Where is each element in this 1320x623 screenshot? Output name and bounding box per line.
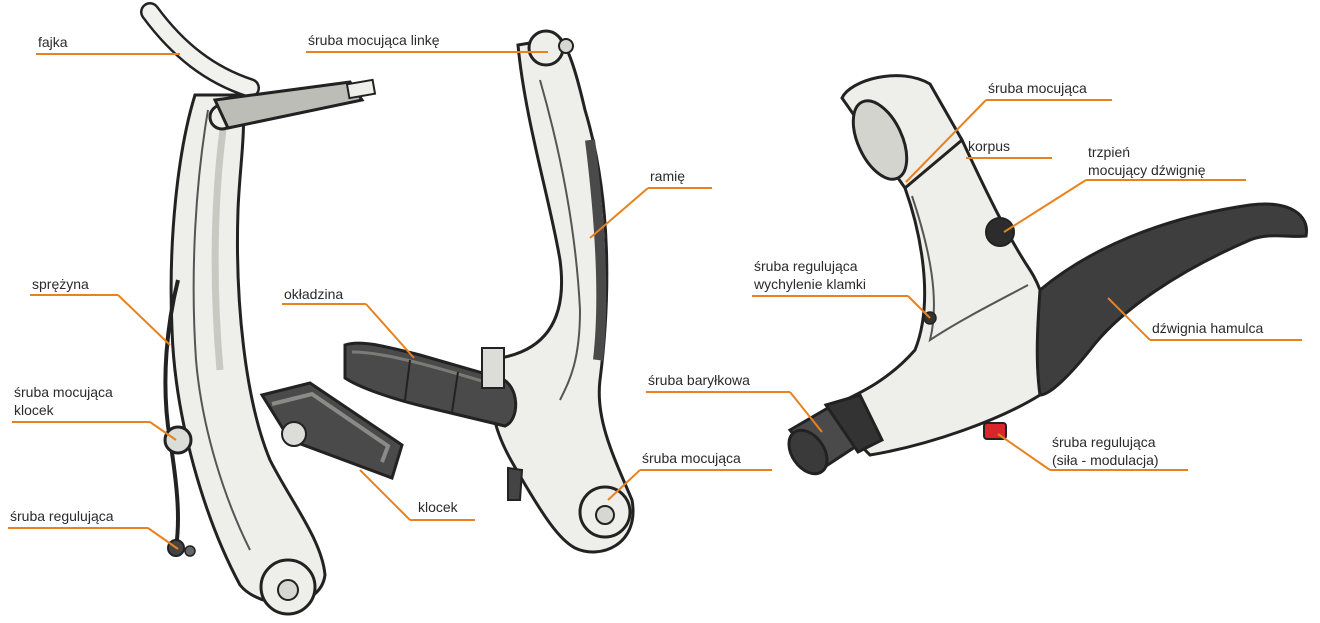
label-spring: sprężyna <box>32 276 89 292</box>
left-brake-arm <box>169 93 327 616</box>
left-brake-pad <box>259 381 404 480</box>
lever-body <box>823 74 1053 457</box>
label-pivot-pin-line2: mocujący dźwignię <box>1088 162 1206 178</box>
label-arm: ramię <box>650 168 686 184</box>
label-clamp-bolt: śruba mocująca <box>988 80 1087 96</box>
adjusting-screw <box>167 539 196 557</box>
label-pad-fixing-bolt-line1: śruba mocująca <box>14 384 113 400</box>
label-lever-blade: dźwignia hamulca <box>1152 320 1264 336</box>
label-noodle: fajka <box>38 34 68 50</box>
label-arm-fixing-bolt: śruba mocująca <box>642 450 741 466</box>
label-cable-fixing-bolt: śruba mocująca linkę <box>308 32 440 48</box>
label-reach-adjust-line1: śruba regulująca <box>754 258 858 274</box>
right-brake-arm <box>489 29 635 554</box>
label-pad-fixing-bolt-line2: klocek <box>14 402 54 418</box>
barrel-adjuster <box>787 393 885 476</box>
right-brake-pad <box>343 341 518 428</box>
pad-fixing-bolt <box>163 425 193 455</box>
noodle-cable <box>140 2 260 98</box>
leader-lines <box>8 51 1302 550</box>
label-adjusting-screw: śruba regulująca <box>10 508 114 524</box>
label-pivot-pin-line1: trzpień <box>1088 144 1131 160</box>
noodle-holder <box>212 78 377 130</box>
label-reach-adjust-line2: wychylenie klamki <box>754 276 867 292</box>
label-pad-lining: okładzina <box>284 286 344 302</box>
label-brake-block: klocek <box>418 499 458 515</box>
label-modulation-screw-line1: śruba regulująca <box>1052 434 1156 450</box>
label-barrel-adjuster: śruba baryłkowa <box>648 372 750 388</box>
label-modulation-screw-line2: (siła - modulacja) <box>1052 452 1159 468</box>
lever-blade <box>1035 202 1308 397</box>
label-body: korpus <box>968 138 1011 154</box>
